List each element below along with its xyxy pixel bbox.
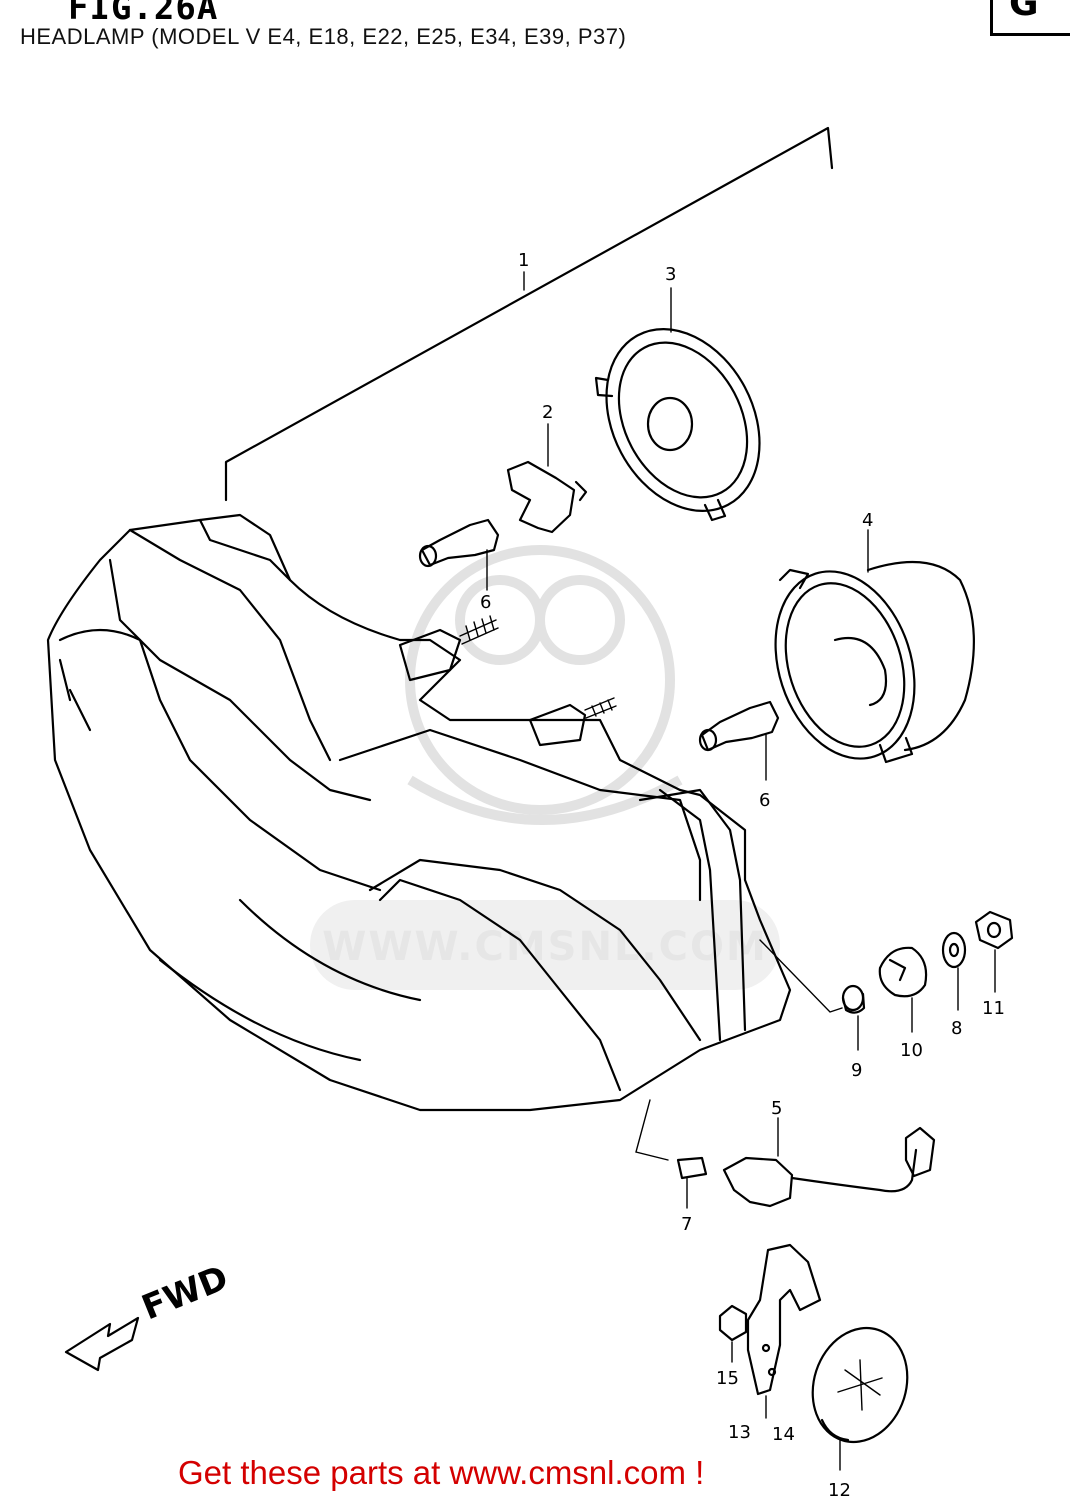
part-4-bulb-cover (774, 529, 975, 764)
watermark-logo: WWW.CMSNL.COM (310, 545, 780, 990)
callout-4: 4 (862, 510, 873, 531)
part-9-leader (759, 939, 843, 1013)
part-6-bulb-lower (698, 700, 780, 781)
part-1-leader (224, 126, 834, 502)
watermark-text: WWW.CMSNL.COM (322, 924, 768, 970)
shop-link[interactable]: Get these parts at www.cmsnl.com ! (178, 1454, 705, 1491)
callout-3: 3 (665, 264, 676, 285)
part-13-bracket (746, 1243, 822, 1419)
callout-9: 9 (851, 1060, 862, 1081)
part-9-collar (841, 984, 866, 1051)
part-12-cap (811, 1326, 909, 1471)
callout-6b: 6 (759, 790, 770, 811)
callout-13: 13 (728, 1422, 751, 1443)
callout-labels: 1 2 3 4 5 6 6 7 8 9 10 11 12 13 14 15 (480, 250, 1005, 1500)
part-7-leader (635, 1099, 669, 1161)
figure-title: HEADLAMP (MODEL V E4, E18, E22, E25, E34… (20, 24, 627, 49)
part-15-nut (718, 1304, 748, 1363)
forward-direction-indicator: FWD (64, 1258, 234, 1372)
callout-7: 7 (681, 1214, 692, 1235)
section-letter: G (1009, 0, 1039, 24)
part-10-grommet (878, 946, 928, 1033)
callout-8: 8 (951, 1018, 962, 1039)
part-5-socket (722, 1117, 936, 1208)
fwd-arrow-icon (64, 1316, 140, 1372)
part-2-bulb-clip (506, 423, 588, 534)
fwd-label: FWD (136, 1258, 233, 1328)
callout-15: 15 (716, 1368, 739, 1389)
section-badge: G (990, 0, 1070, 36)
callout-1: 1 (518, 250, 529, 271)
part-7-bulb (676, 1156, 708, 1209)
callout-10: 10 (900, 1040, 923, 1061)
callout-2: 2 (542, 402, 553, 423)
headlamp-housing (46, 513, 792, 1112)
part-11-nut (974, 910, 1014, 993)
callout-5: 5 (771, 1098, 782, 1119)
figure-number: FIG.26A (68, 0, 219, 28)
callout-14: 14 (772, 1424, 795, 1445)
part-3-bulb-cover (594, 287, 761, 522)
part-6-bulb-upper (418, 518, 500, 591)
part-8-washer (941, 931, 967, 1011)
callout-6a: 6 (480, 592, 491, 613)
callout-12: 12 (828, 1480, 851, 1500)
callout-11: 11 (982, 998, 1005, 1019)
